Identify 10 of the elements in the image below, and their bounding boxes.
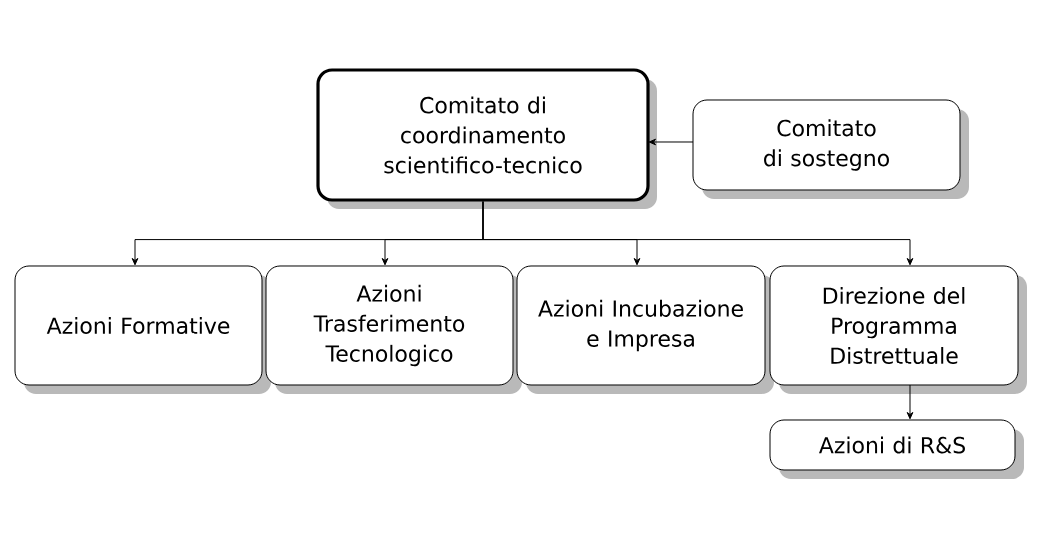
arrow	[648, 138, 694, 146]
process-box: Comitato di coordinamento scientifico-tecnico	[316, 68, 657, 209]
arrow	[906, 384, 914, 420]
process-box: Azioni Formative	[14, 265, 271, 394]
process-box: Azioni Incubazione e Impresa	[516, 265, 774, 394]
process-box: Azioni di R&S	[769, 419, 1024, 479]
process-box: Comitato di sostegno	[692, 99, 969, 199]
process-box: Direzione del Programma Distrettuale	[769, 265, 1027, 394]
process-box: Azioni Trasferimento Tecnologico	[265, 265, 522, 394]
arrow	[482, 201, 914, 266]
